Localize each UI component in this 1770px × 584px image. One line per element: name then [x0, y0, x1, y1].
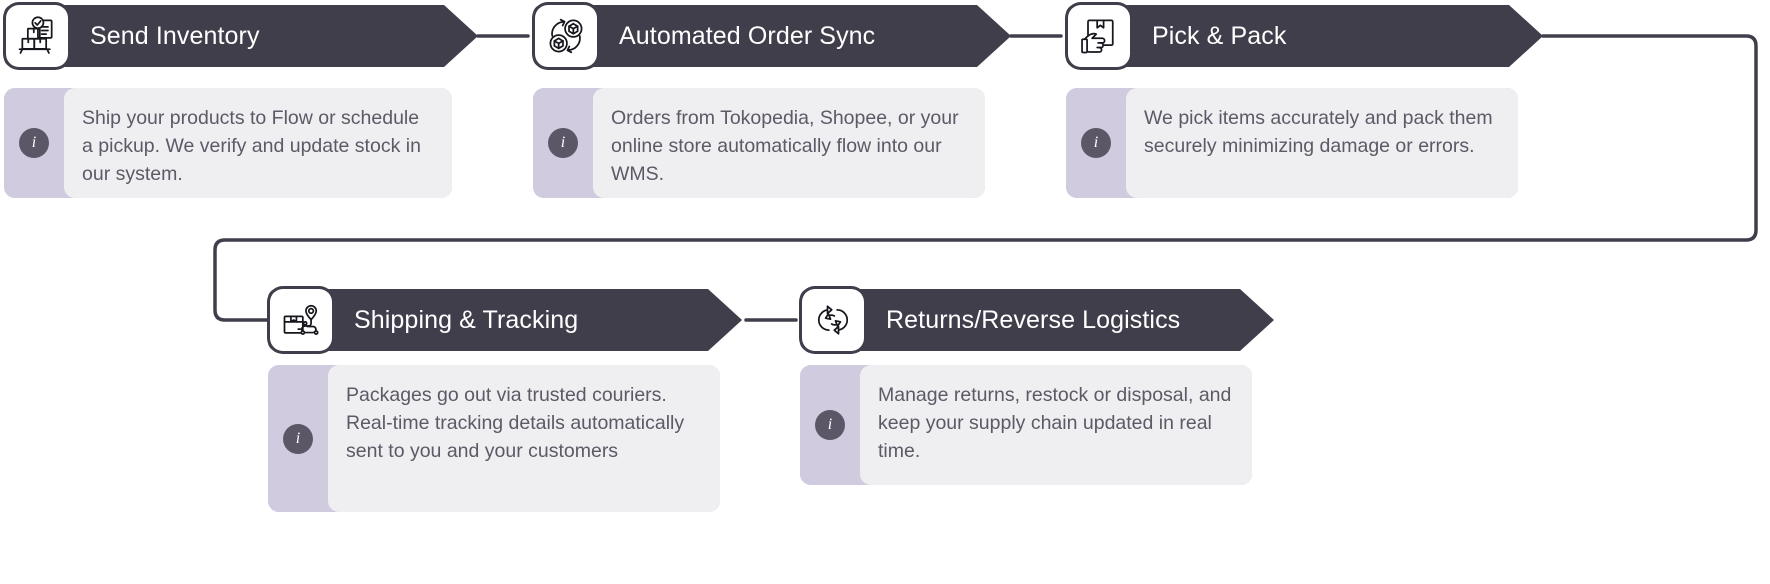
info-text: Packages go out via trusted couriers. Re… — [328, 365, 720, 512]
info-icon: i — [533, 88, 593, 198]
info-icon: i — [268, 365, 328, 512]
info-text: Ship your products to Flow or schedule a… — [64, 88, 452, 198]
step-shipping-and-tracking[interactable]: Shipping & Tracking — [268, 289, 742, 351]
step-label: Shipping & Tracking — [354, 306, 579, 334]
info-icon-glyph: i — [815, 410, 845, 440]
step-label: Automated Order Sync — [619, 22, 876, 50]
info-text: Manage returns, restock or disposal, and… — [860, 365, 1252, 485]
info-icon-glyph: i — [1081, 128, 1111, 158]
step-arrow-bar — [268, 289, 742, 351]
info-card-shipping-and-tracking: i Packages go out via trusted couriers. … — [268, 365, 720, 512]
info-icon-glyph: i — [548, 128, 578, 158]
step-automated-order-sync[interactable]: Automated Order Sync — [533, 5, 1011, 67]
info-card-send-inventory: i Ship your products to Flow or schedule… — [4, 88, 452, 198]
step-arrow-bar — [533, 5, 1011, 67]
cubes-sync-arrows-icon — [535, 5, 597, 67]
info-text: Orders from Tokopedia, Shopee, or your o… — [593, 88, 985, 198]
info-icon: i — [1066, 88, 1126, 198]
step-label: Returns/Reverse Logistics — [886, 306, 1181, 334]
info-card-pick-and-pack: i We pick items accurately and pack them… — [1066, 88, 1518, 198]
step-label: Send Inventory — [90, 22, 260, 50]
box-route-location-pin-icon — [270, 289, 332, 351]
step-arrow-bar — [4, 5, 478, 67]
info-card-returns-reverse-logistics: i Manage returns, restock or disposal, a… — [800, 365, 1252, 485]
boxes-checklist-icon — [6, 5, 68, 67]
info-icon: i — [800, 365, 860, 485]
step-send-inventory[interactable]: Send Inventory — [4, 5, 478, 67]
info-icon-glyph: i — [283, 423, 313, 454]
step-label: Pick & Pack — [1152, 22, 1287, 50]
step-returns-reverse-logistics[interactable]: Returns/Reverse Logistics — [800, 289, 1274, 351]
hand-picking-box-icon — [1068, 5, 1130, 67]
info-card-automated-order-sync: i Orders from Tokopedia, Shopee, or your… — [533, 88, 985, 198]
info-icon: i — [4, 88, 64, 198]
return-cycle-arrows-icon — [802, 289, 864, 351]
step-arrow-bar — [800, 289, 1274, 351]
step-pick-and-pack[interactable]: Pick & Pack — [1066, 5, 1543, 67]
step-arrow-bar — [1066, 5, 1543, 67]
info-text: We pick items accurately and pack them s… — [1126, 88, 1518, 198]
info-icon-glyph: i — [19, 128, 49, 158]
